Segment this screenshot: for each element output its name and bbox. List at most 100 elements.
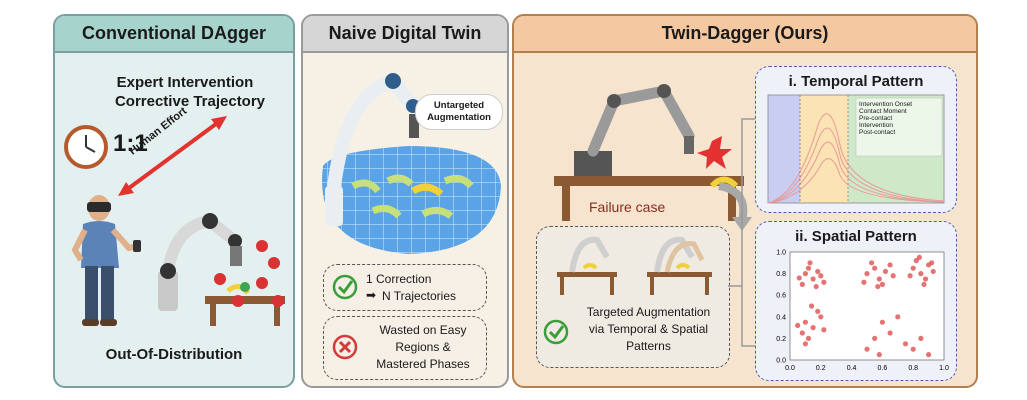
naive-digital-twin-panel: Naive Digital Twin Untargeted Augmentati… [301, 14, 509, 388]
untargeted-label-line1: Untargeted [433, 100, 485, 111]
scatter-point [799, 281, 805, 287]
x-tick-label: 1.0 [939, 365, 949, 372]
scatter-point [818, 273, 824, 279]
y-tick-label: 0.2 [776, 336, 786, 343]
correction-line2: N Trajectories [382, 289, 457, 303]
check-icon [543, 319, 569, 345]
conventional-dagger-title: Conventional DAgger [55, 16, 293, 53]
legend-pre-contact: Pre-contact [859, 115, 893, 122]
wasted-line2: Regions & [395, 340, 451, 354]
twin-dagger-title: Twin-Dagger (Ours) [514, 16, 976, 53]
wasted-line1: Wasted on Easy [379, 323, 467, 337]
scatter-point [864, 271, 870, 277]
untargeted-label-line2: Augmentation [427, 112, 491, 123]
temporal-legend: Intervention Onset Contact Moment Pre-co… [859, 101, 912, 136]
correction-card: 1 Correction ➡ N Trajectories [323, 264, 487, 311]
scatter-point [795, 322, 801, 329]
scatter-point [861, 279, 867, 285]
scatter-point [879, 281, 885, 287]
scatter-point [887, 330, 893, 336]
scatter-point [910, 346, 916, 352]
wasted-line3: Mastered Phases [376, 357, 470, 371]
temporal-pattern-panel: i. Temporal Pattern Intervention Onset C… [755, 66, 957, 213]
scatter-point [802, 319, 808, 325]
scatter-point [872, 265, 878, 271]
corrective-trajectory-label: Corrective Trajectory [114, 93, 266, 110]
check-icon [332, 274, 358, 300]
scatter-point [815, 268, 821, 275]
y-tick-label: 0.8 [776, 271, 786, 278]
scatter-point [815, 308, 821, 314]
y-tick-label: 0.4 [776, 314, 786, 321]
cross-icon [332, 334, 358, 360]
y-tick-label: 0.0 [776, 358, 786, 365]
y-tick-label: 1.0 [776, 250, 786, 257]
twin-dagger-panel: Twin-Dagger (Ours) Failure case [512, 14, 978, 388]
temporal-pattern-title: i. Temporal Pattern [788, 73, 924, 90]
clock-icon [64, 125, 108, 169]
scatter-point [895, 314, 901, 320]
x-tick-label: 0.4 [847, 365, 857, 372]
scatter-point [876, 276, 882, 282]
targeted-aug-line3: Patterns [626, 339, 671, 353]
scatter-point [926, 352, 932, 358]
wasted-card: Wasted on Easy Regions & Mastered Phases [323, 316, 487, 380]
human-effort-arrow [118, 116, 227, 196]
scatter-point [902, 341, 909, 347]
temporal-chart [767, 94, 945, 204]
conventional-dagger-panel: Conventional DAgger Expert Intervention … [53, 14, 295, 388]
augmented-scenes-illustration [557, 236, 712, 295]
scatter-point [818, 314, 824, 320]
scatter-point [929, 260, 935, 266]
targeted-aug-line2: via Temporal & Spatial [588, 322, 709, 336]
scatter-point [882, 268, 889, 275]
scatter-point [913, 258, 919, 264]
simulation-scene [322, 72, 501, 254]
x-tick-label: 0.2 [816, 365, 826, 372]
x-tick-label: 0.8 [908, 365, 918, 372]
scatter-point [808, 303, 815, 309]
legend-post-contact: Post-contact [859, 129, 896, 136]
scatter-point [872, 335, 878, 341]
scatter-point [930, 268, 936, 275]
scatter-point [821, 279, 827, 285]
robot-arm-illustration [158, 213, 285, 326]
legend-intervention-onset: Intervention Onset [859, 101, 913, 108]
out-of-distribution-label: Out-Of-Distribution [105, 346, 243, 363]
legend-contact-moment: Contact Moment [859, 108, 907, 115]
scatter-point [916, 254, 922, 260]
ratio-label: 1:1 [113, 130, 148, 157]
failure-case-label: Failure case [589, 199, 666, 215]
scatter-point [921, 281, 927, 287]
scatter-point [802, 271, 808, 277]
scatter-point [907, 273, 913, 279]
failure-robot-illustration [554, 84, 744, 221]
y-tick-label: 0.6 [776, 293, 786, 300]
human-operator-illustration [71, 195, 141, 326]
untargeted-augmentation-bubble: Untargeted Augmentation [415, 94, 503, 130]
scatter-point [810, 276, 816, 282]
spatial-scatter-chart: 0.0 0.2 0.4 0.6 0.8 1.0 0.0 0.2 0.4 0.6 0.8 1.0 [776, 250, 949, 373]
x-tick-label: 0.6 [878, 365, 888, 372]
scatter-point [805, 335, 812, 341]
scatter-point [796, 275, 802, 281]
targeted-augmentation-box: Targeted Augmentation via Temporal & Spa… [536, 226, 730, 368]
scatter-point [879, 319, 885, 325]
scatter-point [813, 283, 819, 290]
legend-intervention: Intervention [859, 122, 893, 129]
bracket-connector [728, 118, 756, 347]
scatter-point [918, 271, 924, 277]
expert-intervention-label: Expert Intervention [116, 74, 254, 91]
scatter-point [875, 283, 881, 290]
scatter-point [802, 341, 808, 347]
scatter-point [890, 273, 896, 279]
spatial-pattern-title: ii. Spatial Pattern [795, 228, 917, 245]
scatter-point [821, 327, 827, 333]
x-tick-label: 0.0 [785, 365, 795, 372]
scatter-point [910, 265, 916, 271]
correction-line1: 1 Correction [366, 272, 432, 286]
scatter-point [876, 352, 882, 358]
scatter-point [810, 325, 816, 331]
targeted-aug-line1: Targeted Augmentation [586, 305, 711, 319]
